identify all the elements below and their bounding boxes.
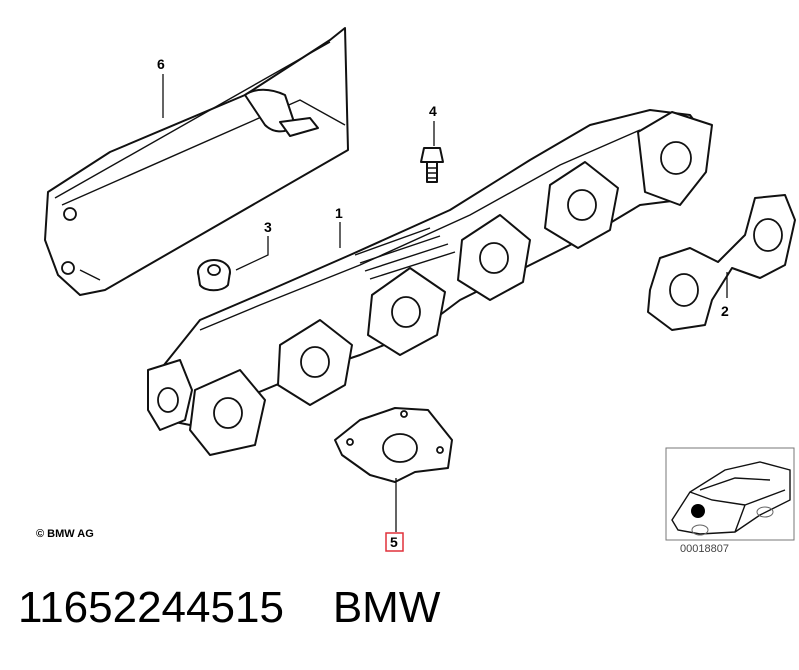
gasket-single-part[interactable] (334, 407, 453, 483)
copyright-label: © BMW AG (36, 528, 94, 540)
callout-5[interactable]: 5 (390, 534, 398, 550)
bolt-part[interactable] (420, 147, 444, 183)
part-number: 11652244515 (18, 583, 284, 632)
callout-3[interactable]: 3 (264, 219, 272, 235)
vehicle-locator-inset (665, 447, 795, 541)
reference-number: 00018807 (680, 543, 729, 555)
callout-1[interactable]: 1 (335, 205, 343, 221)
callout-6[interactable]: 6 (157, 56, 165, 72)
heat-shield-part[interactable] (44, 27, 349, 296)
callout-4[interactable]: 4 (429, 103, 437, 119)
nut-part[interactable] (197, 259, 231, 292)
brand-name: BMW (332, 583, 441, 632)
location-marker-icon (691, 504, 705, 518)
gasket-double-part[interactable] (647, 194, 796, 331)
part-caption: 11652244515 BMW (18, 586, 440, 630)
callout-5-highlight (385, 532, 404, 552)
leader-lines (162, 74, 728, 532)
callout-2[interactable]: 2 (721, 303, 729, 319)
exhaust-manifold-part[interactable] (147, 109, 713, 456)
